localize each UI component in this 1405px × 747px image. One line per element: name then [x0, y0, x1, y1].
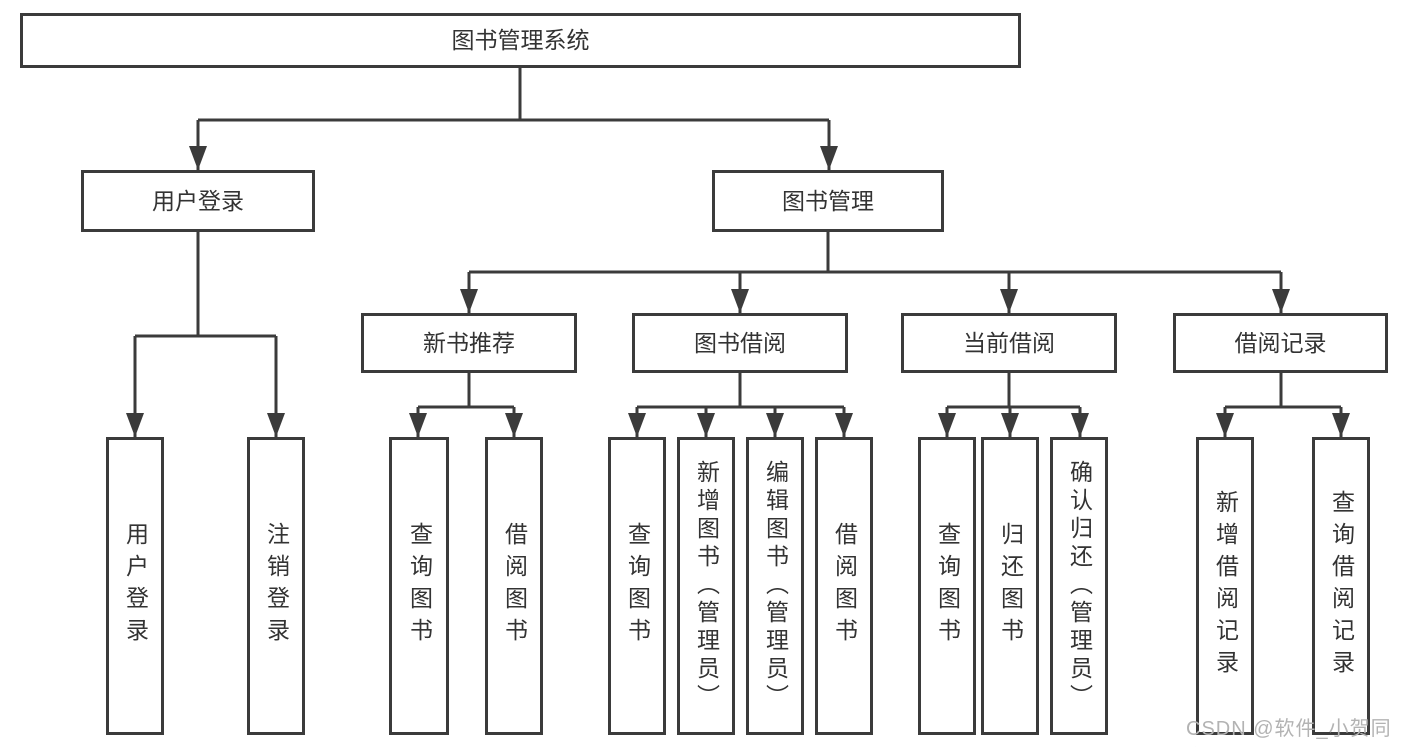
connector-arrows: [126, 120, 1350, 437]
leaf-return-books: 归还图书: [981, 437, 1039, 735]
connector-skeleton: [135, 68, 1341, 409]
leaf-borrow-query-books: 查询图书: [608, 437, 666, 735]
leaf-current-query-books: 查询图书: [918, 437, 976, 735]
node-borrow-records: 借阅记录: [1173, 313, 1388, 373]
node-book-borrow: 图书借阅: [632, 313, 848, 373]
leaf-user-login: 用户登录: [106, 437, 164, 735]
leaf-borrow-books: 借阅图书: [815, 437, 873, 735]
node-book-management: 图书管理: [712, 170, 944, 232]
leaf-edit-books-admin: 编辑图书（管理员）: [746, 437, 804, 735]
node-current-borrow: 当前借阅: [901, 313, 1117, 373]
leaf-confirm-return-admin: 确认归还（管理员）: [1050, 437, 1108, 735]
node-new-book-recommend: 新书推荐: [361, 313, 577, 373]
leaf-query-borrow-record: 查询借阅记录: [1312, 437, 1370, 735]
leaf-recommend-borrow-books: 借阅图书: [485, 437, 543, 735]
leaf-recommend-query-books: 查询图书: [389, 437, 449, 735]
leaf-add-borrow-record: 新增借阅记录: [1196, 437, 1254, 735]
node-library-management-system: 图书管理系统: [20, 13, 1021, 68]
leaf-logout-login: 注销登录: [247, 437, 305, 735]
node-user-login: 用户登录: [81, 170, 315, 232]
csdn-watermark: CSDN @软件_小贺同学: [1186, 718, 1392, 740]
leaf-add-books-admin: 新增图书（管理员）: [677, 437, 735, 735]
